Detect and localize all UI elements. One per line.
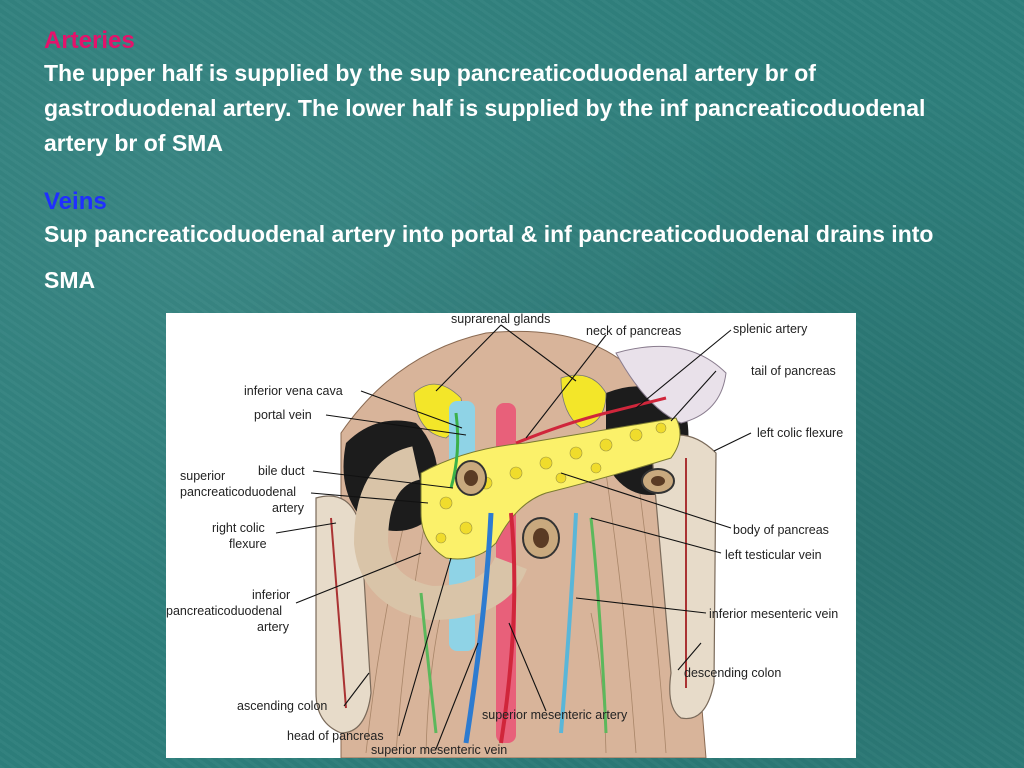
label-suprarenal-glands: suprarenal glands	[451, 313, 550, 326]
sm-artery	[499, 512, 517, 744]
label-tail-of-pancreas: tail of pancreas	[751, 364, 836, 378]
label-artery-inf: artery	[257, 620, 290, 634]
label-superior-mesenteric-vein: superior mesenteric vein	[371, 743, 507, 757]
label-flexure: flexure	[229, 537, 267, 551]
pancreas-anatomy-figure: suprarenal glands neck of pancreas splen…	[166, 313, 856, 758]
testicular-vein	[589, 517, 608, 734]
label-head-of-pancreas: head of pancreas	[287, 729, 384, 743]
label-descending-colon: descending colon	[684, 666, 781, 680]
arteries-text: The upper half is supplied by the sup pa…	[44, 60, 926, 156]
label-inferior: inferior	[252, 588, 290, 602]
bile-duct	[449, 412, 460, 489]
label-artery-sup: artery	[272, 501, 305, 515]
leader-lines	[275, 324, 752, 750]
slide-text: Arteries The upper half is supplied by t…	[44, 26, 944, 303]
label-splenic-artery: splenic artery	[733, 322, 808, 336]
spleen	[615, 345, 727, 424]
veins-heading: Veins	[44, 188, 107, 215]
label-left-colic-flexure: left colic flexure	[757, 426, 843, 440]
label-inferior-mesenteric-vein: inferior mesenteric vein	[709, 607, 838, 621]
pancreas	[420, 417, 681, 560]
descending-colon	[650, 434, 717, 720]
veins-text: Sup pancreaticoduodenal artery into port…	[44, 221, 934, 293]
label-neck-of-pancreas: neck of pancreas	[586, 324, 681, 338]
label-bile-duct: bile duct	[258, 464, 305, 478]
label-portal-vein: portal vein	[254, 408, 312, 422]
label-pancreaticoduodenal-inf: pancreaticoduodenal	[166, 604, 282, 618]
label-ascending-colon: ascending colon	[237, 699, 327, 713]
label-superior: superior	[180, 469, 225, 483]
label-left-testicular-vein: left testicular vein	[725, 548, 822, 562]
anatomy-illustration: suprarenal glands neck of pancreas splen…	[166, 313, 843, 758]
im-vein	[559, 512, 578, 734]
sm-vein	[463, 512, 494, 744]
label-body-of-pancreas: body of pancreas	[733, 523, 829, 537]
label-superior-mesenteric-artery: superior mesenteric artery	[482, 708, 628, 722]
label-inferior-vena-cava: inferior vena cava	[244, 384, 343, 398]
arteries-heading: Arteries	[44, 27, 135, 54]
label-right-colic: right colic	[212, 521, 265, 535]
splenic-artery	[515, 396, 667, 445]
label-pancreaticoduodenal-sup: pancreaticoduodenal	[180, 485, 296, 499]
